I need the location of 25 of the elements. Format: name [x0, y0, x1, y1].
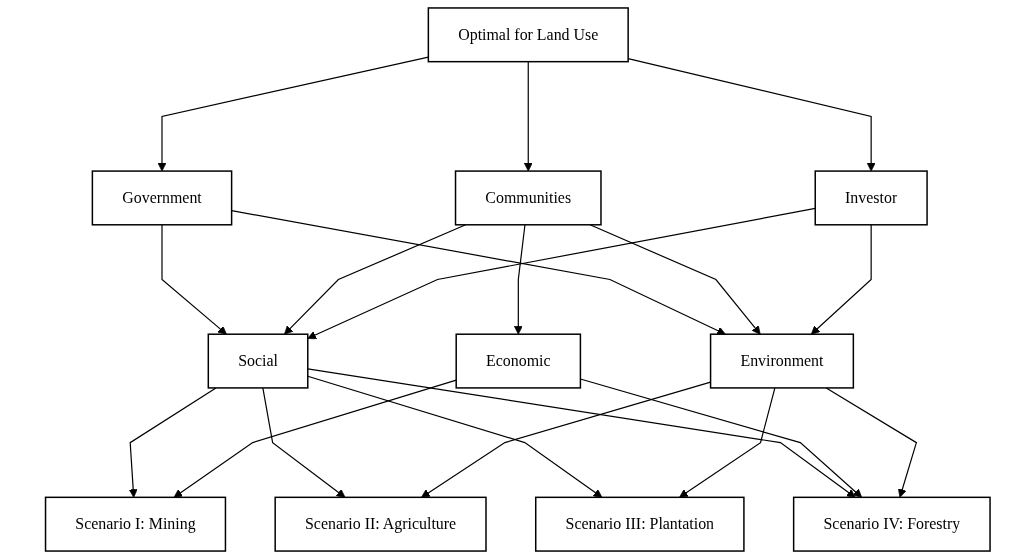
arrow	[580, 378, 863, 498]
arrow	[825, 387, 918, 498]
node-box: Government	[91, 170, 233, 226]
node-box: Social	[207, 333, 309, 389]
arrow	[524, 61, 533, 172]
arrow	[307, 375, 603, 498]
arrow	[589, 224, 761, 335]
arrow	[514, 224, 526, 335]
arrow	[679, 387, 776, 498]
arrow	[161, 224, 227, 335]
node-box: Investor	[814, 170, 928, 226]
arrow	[811, 224, 872, 335]
node-box: Optimal for Land Use	[427, 7, 630, 63]
node-box: Communities	[455, 170, 602, 226]
arrow	[307, 368, 856, 498]
node-box: Scenario II: Agriculture	[274, 496, 487, 552]
arrow	[262, 387, 346, 498]
node-box: Economic	[455, 333, 582, 389]
arrow	[231, 210, 726, 335]
node-box: Environment	[710, 333, 855, 389]
node-box: Scenario IV: Forestry	[793, 496, 991, 552]
node-box: Scenario I: Mining	[45, 496, 227, 552]
node-box: Scenario III: Plantation	[535, 496, 745, 552]
arrow	[173, 379, 457, 498]
arrow	[129, 387, 217, 498]
